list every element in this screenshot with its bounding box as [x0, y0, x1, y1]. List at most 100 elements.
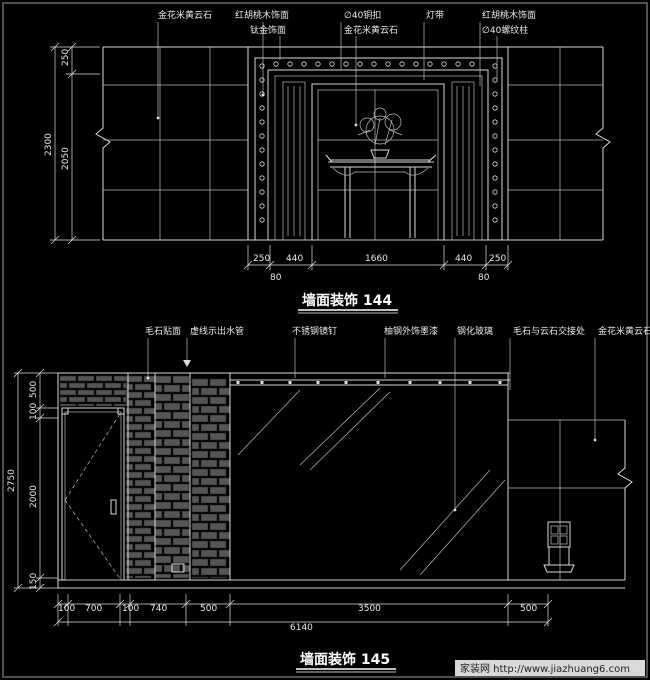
dim-145-h-2: 100: [122, 604, 139, 614]
dim-144-v-1: 2050: [61, 147, 71, 170]
stud: [492, 217, 498, 223]
pin: [468, 381, 472, 384]
stud: [371, 61, 377, 67]
callout-144-3: ∅40铜扣: [344, 9, 381, 21]
stud: [259, 189, 265, 195]
dim-144-h-1: 440: [286, 254, 303, 264]
left-column: [282, 81, 306, 241]
callout-145-6: 金花米黄云石: [598, 325, 650, 337]
stud: [259, 119, 265, 125]
stud: [259, 161, 265, 167]
stud: [492, 175, 498, 181]
stud: [492, 161, 498, 167]
pin: [408, 381, 412, 384]
callout-144-7: ∅40螺纹柱: [482, 24, 528, 36]
stud: [492, 203, 498, 209]
dim-144-h-5: 80: [270, 273, 282, 283]
stud: [385, 61, 391, 67]
callout-145-2: 不锈钢镜钉: [292, 325, 337, 337]
stud: [399, 61, 405, 67]
elevation-144: 金花米黄云石 红胡桃木饰面 钛金饰面 ∅40铜扣 金花米黄云石 灯带 红胡桃木饰…: [44, 9, 611, 314]
callout-145-4: 钢化玻璃: [457, 325, 493, 337]
glass-reflections: [237, 387, 506, 576]
pin: [236, 381, 240, 384]
altar-table: [325, 107, 437, 238]
callout-144-6: 红胡桃木饰面: [482, 9, 536, 21]
stud: [427, 61, 433, 67]
stud: [259, 77, 265, 83]
dim-145-h-1: 700: [85, 604, 102, 614]
pin: [288, 381, 292, 384]
stud: [259, 91, 265, 97]
stud: [492, 133, 498, 139]
dim-144-h-6: 80: [478, 273, 490, 283]
stud: [301, 61, 307, 67]
dim-145-h-5: 3500: [358, 604, 381, 614]
dim-145-v-4: 2750: [7, 469, 17, 492]
dim-145-v-2: 2000: [29, 485, 39, 508]
stud: [413, 61, 419, 67]
dim-144-h-4: 250: [489, 254, 506, 264]
dim-144-h-0: 250: [253, 254, 270, 264]
callout-145-3: 柚钢外饰墨漆: [384, 325, 438, 337]
dim-144-v-0: 250: [61, 49, 71, 66]
dim-144-h-3: 440: [455, 254, 472, 264]
pin: [344, 381, 348, 384]
stud: [492, 105, 498, 111]
dim-145-h-7: 6140: [290, 623, 313, 633]
stud: [469, 61, 475, 67]
callout-145-5: 毛石与云石交接处: [513, 325, 585, 337]
callout-145-0: 毛石贴面: [145, 325, 181, 337]
stud: [259, 175, 265, 181]
stud: [343, 61, 349, 67]
dim-145-v-0: 500: [29, 381, 39, 398]
dim-145-h-4: 500: [200, 604, 217, 614]
watermark-bar: [455, 660, 645, 676]
copper-studs: [259, 61, 498, 223]
stud: [455, 61, 461, 67]
pin: [438, 381, 442, 384]
stud: [441, 61, 447, 67]
stud: [259, 63, 265, 69]
right-column: [451, 81, 475, 241]
watermark-text: 家装网 http://www.jiazhuang6.com: [460, 662, 630, 675]
title-144: 墙面装饰 144: [302, 292, 392, 309]
stud: [259, 133, 265, 139]
stud: [329, 61, 335, 67]
callout-144-5: 灯带: [426, 10, 444, 21]
callout-144-4: 金花米黄云石: [344, 24, 398, 36]
dim-145-h-0: 100: [58, 604, 75, 614]
dim-144-v-2: 2300: [44, 133, 54, 156]
title-145: 墙面装饰 145: [300, 651, 390, 668]
callout-144-0: 金花米黄云石: [158, 9, 212, 21]
stud: [287, 61, 293, 67]
stud: [259, 203, 265, 209]
stud: [259, 217, 265, 223]
stud: [315, 61, 321, 67]
stainless-pins: [236, 381, 502, 384]
elevation-145: 毛石贴面 虚线示出水管 不锈钢镜钉 柚钢外饰墨漆 钢化玻璃 毛石与云石交接处 金…: [7, 325, 650, 673]
pin: [316, 381, 320, 384]
dim-145-v-1: 100: [29, 403, 39, 420]
stone-veneer-left: [59, 375, 156, 579]
stud: [259, 147, 265, 153]
stud: [492, 91, 498, 97]
callout-144-2: 钛金饰面: [250, 24, 286, 36]
pin: [498, 381, 502, 384]
stud: [259, 105, 265, 111]
pin: [260, 381, 264, 384]
pin: [376, 381, 380, 384]
callout-144-1: 红胡桃木饰面: [235, 9, 289, 21]
dim-145-v-3: 150: [29, 573, 39, 590]
dim-144-h-2: 1660: [365, 254, 388, 264]
callout-145-1: 虚线示出水管: [190, 325, 244, 337]
dim-145-h-3: 740: [150, 604, 167, 614]
stud: [357, 61, 363, 67]
stud: [492, 189, 498, 195]
stud: [492, 147, 498, 153]
stud: [492, 119, 498, 125]
stud: [273, 61, 279, 67]
dim-145-h-6: 500: [520, 604, 537, 614]
stone-veneer-column: [154, 375, 231, 579]
